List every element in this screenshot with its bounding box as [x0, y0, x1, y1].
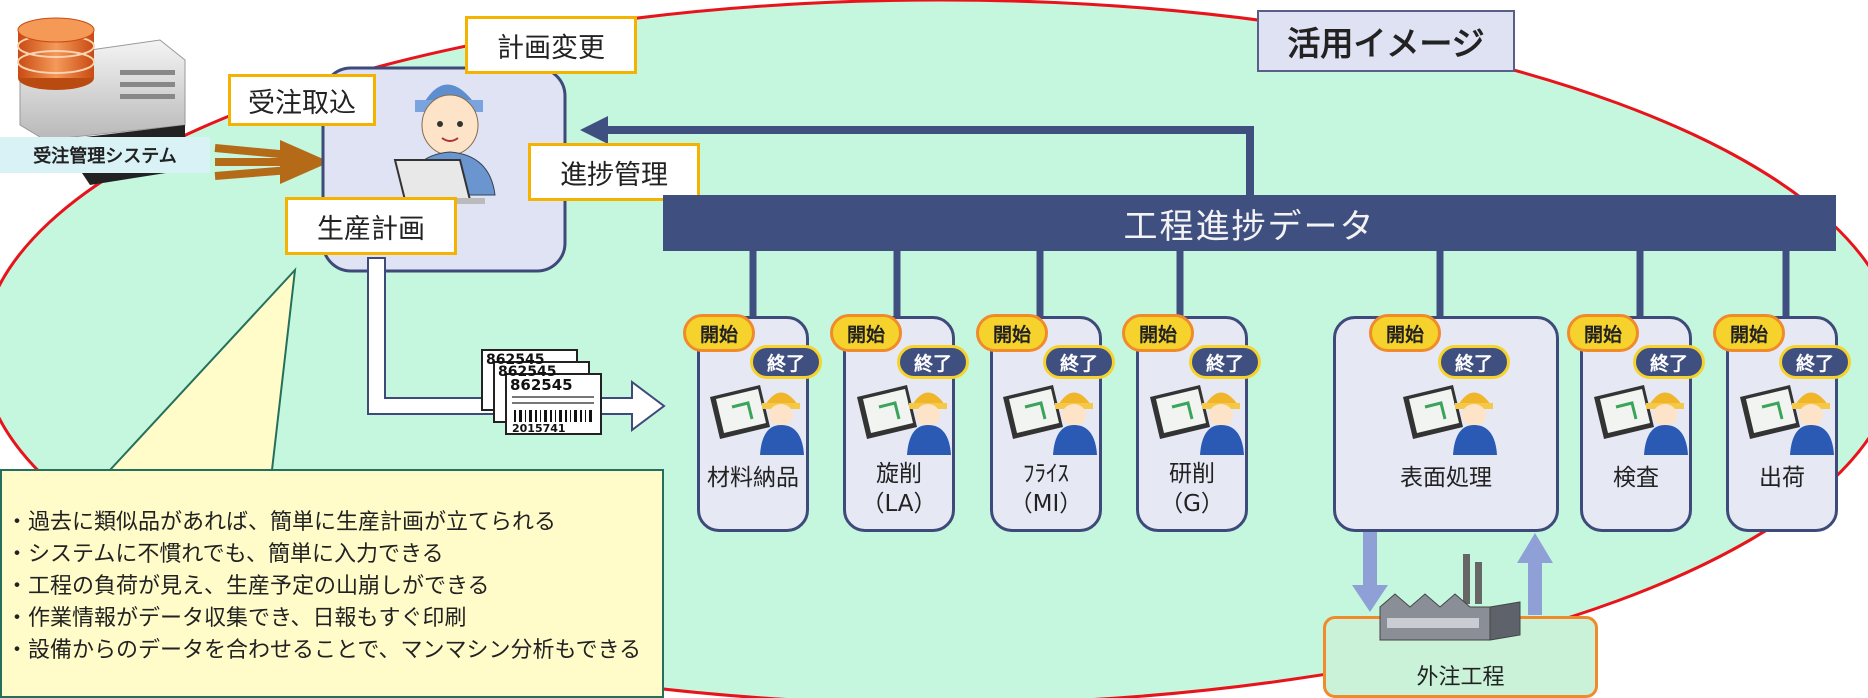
start-badge: 開始 [1567, 314, 1639, 352]
process-label: 材料納品 [707, 465, 799, 491]
tag-progress-mgmt: 進捗管理 [528, 143, 700, 201]
end-badge: 終了 [1779, 345, 1851, 379]
start-badge: 開始 [1369, 314, 1441, 352]
start-badge: 開始 [830, 314, 902, 352]
tablet-worker-icon [857, 385, 951, 455]
ticket-barcode-number: 2015741 [512, 422, 566, 435]
process-sublabel: （LA） [861, 491, 937, 517]
end-badge: 終了 [1438, 345, 1510, 379]
progress-feedback-arrow [580, 116, 1254, 195]
planner-worker-icon [393, 84, 496, 204]
page-title: 活用イメージ [1257, 10, 1515, 72]
start-badge: 開始 [1713, 314, 1785, 352]
start-badge: 開始 [976, 314, 1048, 352]
order-import-arrow [214, 140, 330, 184]
factory-icon [1379, 554, 1521, 641]
benefit-item: ・システムに不慣れでも、簡単に入力できる [6, 542, 444, 567]
benefit-item: ・過去に類似品があれば、簡単に生産計画が立てられる [6, 510, 557, 535]
database-icon [17, 17, 95, 90]
process-label: 表面処理 [1400, 465, 1492, 491]
tablet-worker-icon [1150, 385, 1244, 455]
end-badge: 終了 [1043, 345, 1115, 379]
process-sublabel: （G） [1160, 491, 1224, 517]
outsource-label: 外注工程 [1416, 665, 1505, 690]
end-badge: 終了 [1633, 345, 1705, 379]
benefit-item: ・設備からのデータを合わせることで、マンマシン分析もできる [6, 638, 642, 663]
tablet-worker-icon [1594, 385, 1688, 455]
tag-production-plan: 生産計画 [285, 197, 457, 255]
end-badge: 終了 [897, 345, 969, 379]
start-badge: 開始 [683, 314, 755, 352]
start-badge: 開始 [1122, 314, 1194, 352]
outsource-arrows [1352, 530, 1553, 615]
benefit-item: ・作業情報がデータ収集でき、日報もすぐ印刷 [6, 606, 467, 631]
tablet-worker-icon [1403, 385, 1497, 455]
process-label: 検査 [1613, 465, 1659, 491]
bar-connectors [749, 245, 1790, 325]
tag-order-intake: 受注取込 [228, 74, 376, 126]
ticket-number-3: 862545 [510, 376, 573, 394]
end-badge: 終了 [1189, 345, 1261, 379]
order-system-label: 受注管理システム [0, 137, 210, 173]
process-label: 出荷 [1759, 465, 1805, 491]
process-label: 旋削 [876, 461, 922, 487]
process-sublabel: （MI） [1009, 491, 1083, 517]
end-badge: 終了 [750, 345, 822, 379]
benefits-note: ・過去に類似品があれば、簡単に生産計画が立てられる ・システムに不慣れでも、簡単… [0, 469, 664, 698]
tablet-worker-icon [1740, 385, 1834, 455]
progress-data-bar: 工程進捗データ [663, 195, 1836, 251]
process-label: ﾌﾗｲｽ [1023, 461, 1069, 487]
process-label: 研削 [1169, 461, 1215, 487]
tablet-worker-icon [1003, 385, 1097, 455]
tablet-worker-icon [710, 385, 804, 455]
tag-plan-change: 計画変更 [465, 16, 637, 74]
ticket-number-2: 862545 [498, 364, 556, 380]
ticket-number-1: 862545 [486, 352, 544, 368]
work-ticket-icon: 862545 862545 862545 2015741 [481, 349, 602, 435]
benefit-item: ・工程の負荷が見え、生産予定の山崩しができる [6, 574, 490, 599]
